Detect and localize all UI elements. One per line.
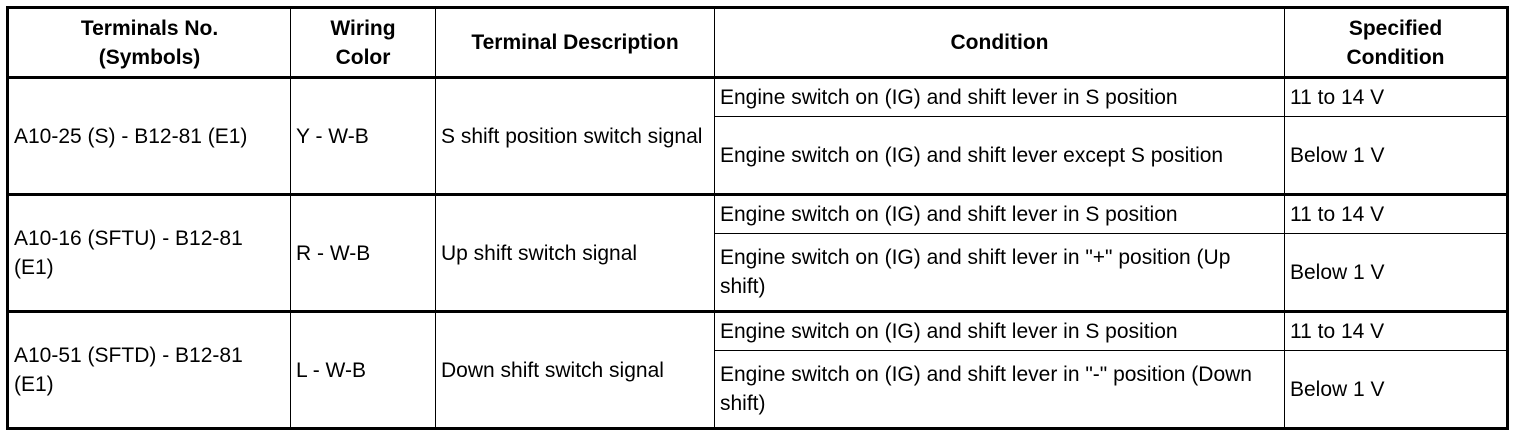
header-terminals-line2: (Symbols) (98, 45, 201, 69)
condition-cell: Engine switch on (IG) and shift lever in… (714, 311, 1285, 351)
header-specified-line2: Condition (1346, 45, 1445, 69)
condition-cell: Engine switch on (IG) and shift lever ex… (714, 116, 1285, 196)
specified-cell: 11 to 14 V (1284, 194, 1508, 234)
header-wiring-color: Wiring Color (290, 7, 436, 78)
table-row: Engine switch on (IG) and shift lever ex… (8, 116, 1508, 196)
table-header-row: Terminals No. (Symbols) Wiring Color Ter… (7, 7, 1508, 78)
condition-cell: Engine switch on (IG) and shift lever in… (714, 194, 1285, 234)
wiring-color-cell: L - W-B (290, 311, 436, 429)
header-terminal-description: Terminal Description (435, 7, 715, 78)
header-wiring-line1: Wiring (330, 16, 396, 40)
condition-cell: Engine switch on (IG) and shift lever in… (714, 233, 1285, 313)
specified-cell: 11 to 14 V (1284, 311, 1508, 351)
header-specified-line1: Specified (1348, 16, 1443, 40)
condition-cell: Engine switch on (IG) and shift lever in… (714, 77, 1285, 117)
specified-cell: 11 to 14 V (1284, 77, 1508, 117)
header-condition: Condition (714, 7, 1285, 78)
wiring-color-cell: Y - W-B (290, 77, 436, 196)
terminals-cell: A10-25 (S) - B12-81 (E1) (7, 77, 291, 196)
terminal-spec-table-container: Terminals No. (Symbols) Wiring Color Ter… (6, 6, 1509, 430)
specified-cell: Below 1 V (1284, 350, 1508, 429)
description-cell: Down shift switch signal (435, 311, 715, 429)
table-row: Engine switch on (IG) and shift lever in… (8, 350, 1508, 429)
specified-cell: Below 1 V (1284, 116, 1508, 196)
terminals-cell: A10-16 (SFTU) - B12-81 (E1) (7, 194, 291, 313)
terminal-spec-table: Terminals No. (Symbols) Wiring Color Ter… (6, 6, 1509, 430)
description-cell: Up shift switch signal (435, 194, 715, 313)
table-row: Engine switch on (IG) and shift lever in… (8, 233, 1508, 313)
condition-cell: Engine switch on (IG) and shift lever in… (714, 350, 1285, 429)
terminals-cell: A10-51 (SFTD) - B12-81 (E1) (7, 311, 291, 429)
table-row: A10-16 (SFTU) - B12-81 (E1) R - W-B Up s… (7, 194, 1508, 313)
header-specified-condition: Specified Condition (1284, 7, 1508, 78)
wiring-color-cell: R - W-B (290, 194, 436, 313)
header-terminals: Terminals No. (Symbols) (7, 7, 291, 78)
table-row: A10-25 (S) - B12-81 (E1) Y - W-B S shift… (7, 77, 1508, 196)
table-row: A10-51 (SFTD) - B12-81 (E1) L - W-B Down… (7, 311, 1508, 429)
header-terminals-line1: Terminals No. (80, 16, 219, 40)
specified-cell: Below 1 V (1284, 233, 1508, 313)
description-cell: S shift position switch signal (435, 77, 715, 196)
header-wiring-line2: Color (335, 45, 391, 69)
